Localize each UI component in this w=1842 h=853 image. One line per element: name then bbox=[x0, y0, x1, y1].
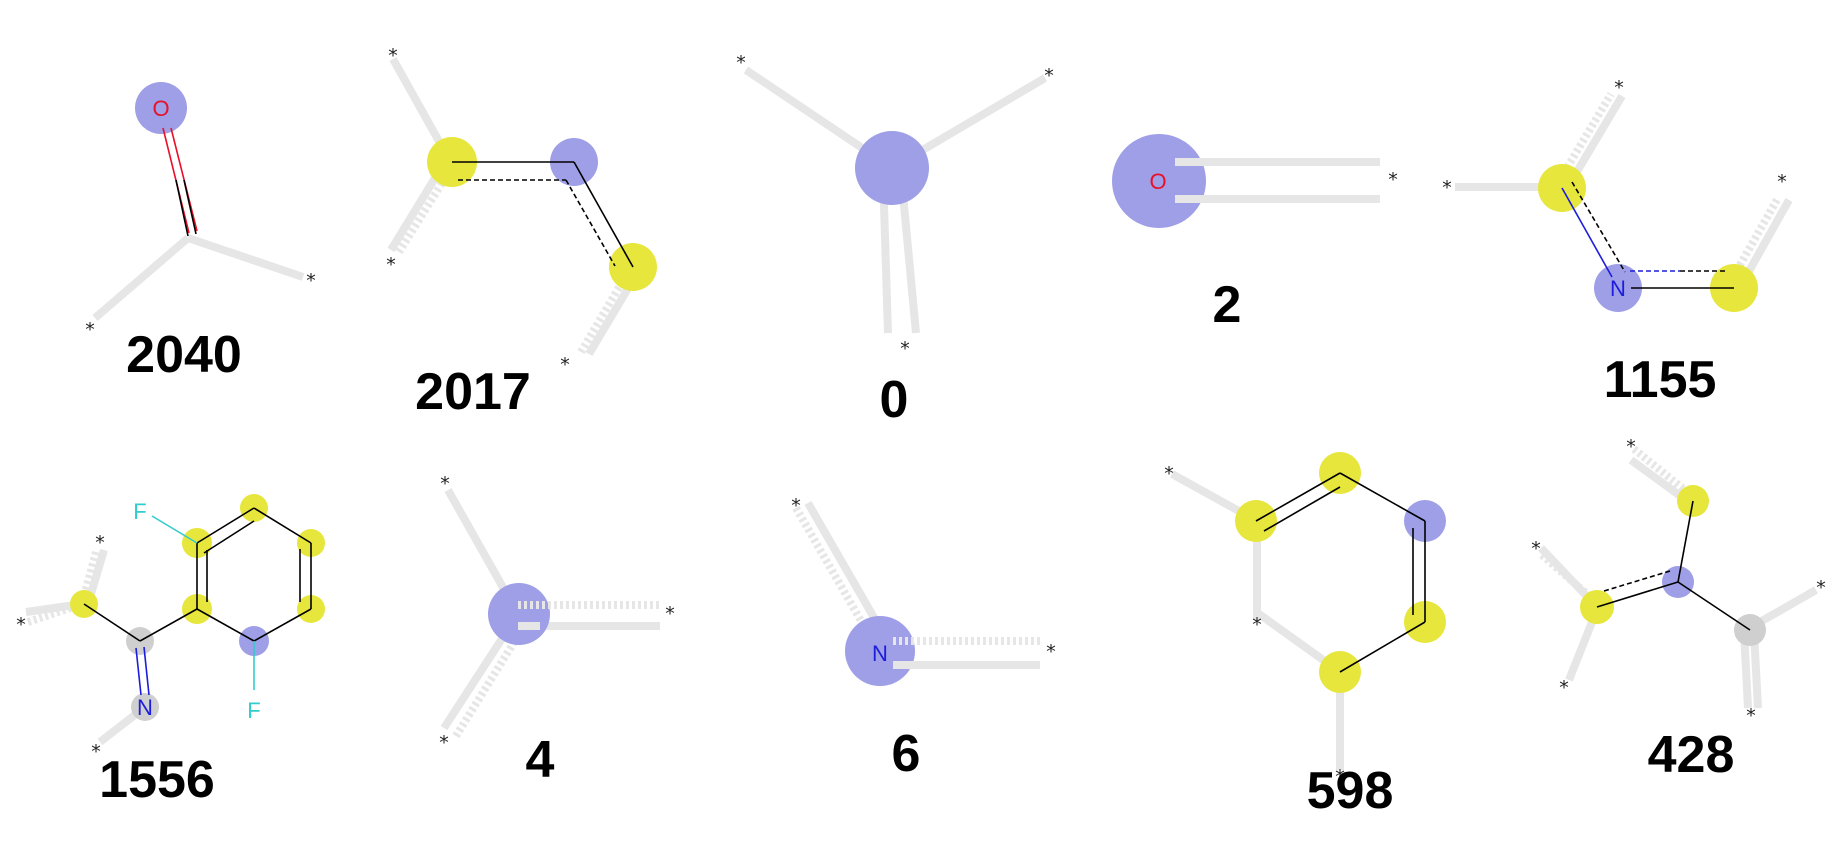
attachment-point: * bbox=[1046, 641, 1056, 663]
atom-label-nitrogen: N bbox=[872, 641, 888, 666]
fragment-label: 0 bbox=[880, 371, 909, 429]
fragment-label: 2040 bbox=[126, 326, 242, 384]
fragment-label: 2017 bbox=[415, 363, 531, 421]
bond-line bbox=[139, 608, 198, 642]
atom-label-fluorine: F bbox=[133, 499, 146, 524]
fragment-label: 598 bbox=[1307, 762, 1394, 820]
attachment-point: * bbox=[1626, 436, 1636, 458]
fragment-label: 428 bbox=[1648, 726, 1735, 784]
bond-line bbox=[1677, 500, 1694, 583]
attachment-point: * bbox=[1746, 705, 1756, 727]
attachment-point: * bbox=[1388, 169, 1398, 191]
atom-label-oxygen: O bbox=[152, 96, 169, 121]
attachment-point: * bbox=[95, 532, 105, 554]
fragment-label: 2 bbox=[1213, 276, 1242, 334]
fragment-label: 4 bbox=[526, 731, 555, 789]
ring-bond bbox=[253, 507, 312, 544]
ghost-bond-aromatic bbox=[395, 164, 456, 255]
fragment-2017: * * * 2017 bbox=[386, 45, 657, 421]
fragment-1155: N * * * 1155 bbox=[1442, 77, 1793, 409]
ring-bond bbox=[253, 608, 312, 642]
ring-bond bbox=[196, 507, 255, 544]
attachment-point: * bbox=[1816, 577, 1826, 599]
fragment-2040: O * * 2040 bbox=[85, 82, 316, 384]
attachment-point: * bbox=[386, 254, 396, 276]
atom-highlight-blue bbox=[488, 583, 550, 645]
fragment-label: 1155 bbox=[1604, 351, 1717, 409]
atom-label-fluorine: F bbox=[247, 698, 260, 723]
bond-line-aromatic bbox=[1603, 570, 1671, 592]
atom-highlight-grey bbox=[131, 693, 159, 721]
fragment-428: * * * * * 428 bbox=[1531, 436, 1826, 784]
attachment-point: * bbox=[1442, 177, 1452, 199]
fragment-label: 6 bbox=[892, 725, 921, 783]
fragment-label: 1556 bbox=[99, 751, 215, 809]
ghost-bond bbox=[186, 234, 305, 281]
bond-line bbox=[143, 646, 150, 696]
bond-line bbox=[573, 161, 634, 268]
ring-bond bbox=[1263, 486, 1341, 532]
attachment-point: * bbox=[736, 52, 746, 74]
atom-highlight-blue bbox=[1594, 264, 1642, 312]
ghost-bond bbox=[92, 234, 191, 322]
ring-bond bbox=[1339, 472, 1426, 522]
attachment-point: * bbox=[560, 354, 570, 376]
atom-highlight-blue bbox=[135, 82, 187, 134]
bond-line bbox=[135, 647, 142, 696]
double-bond-line bbox=[170, 127, 198, 232]
attachment-point: * bbox=[1559, 677, 1569, 699]
fragment-1556: F F N * * * 1556 bbox=[16, 494, 325, 809]
attachment-point: * bbox=[1335, 766, 1345, 788]
attachment-point: * bbox=[1044, 65, 1054, 87]
attachment-point: * bbox=[1614, 77, 1624, 99]
atom-highlight-blue bbox=[1112, 134, 1206, 228]
atom-highlight-blue bbox=[855, 131, 929, 205]
bond-line bbox=[1596, 581, 1679, 608]
fragment-6: N * * 6 bbox=[791, 495, 1056, 783]
bond-line bbox=[1561, 187, 1613, 278]
double-bond-line bbox=[183, 179, 197, 235]
attachment-point: * bbox=[1164, 463, 1174, 485]
ring-bond bbox=[1339, 621, 1426, 673]
ring-bond bbox=[203, 520, 255, 554]
ghost-bond-aromatic bbox=[792, 506, 876, 642]
bond-line bbox=[1677, 581, 1751, 631]
attachment-point: * bbox=[791, 495, 801, 517]
bond-line bbox=[151, 515, 198, 544]
atom-label-nitrogen: N bbox=[137, 695, 153, 720]
atom-label-oxygen: O bbox=[1149, 169, 1166, 194]
atom-label-nitrogen: N bbox=[1610, 276, 1626, 301]
attachment-point: * bbox=[388, 45, 398, 67]
attachment-point: * bbox=[665, 603, 675, 625]
attachment-point: * bbox=[439, 732, 449, 754]
ring-bond bbox=[1255, 472, 1341, 522]
fragment-2: O * 2 bbox=[1112, 134, 1398, 334]
fragment-4: * * * 4 bbox=[439, 473, 675, 789]
bond-line-aromatic bbox=[565, 179, 616, 267]
attachment-point: * bbox=[91, 741, 101, 763]
attachment-point: * bbox=[306, 270, 316, 292]
fragment-0: * * * 0 bbox=[736, 52, 1054, 429]
attachment-point: * bbox=[1252, 614, 1262, 636]
attachment-point: * bbox=[900, 338, 910, 360]
attachment-point: * bbox=[16, 614, 26, 636]
bond-line bbox=[83, 603, 141, 642]
fragment-598: * * * 598 bbox=[1164, 452, 1446, 820]
bond-line-aromatic bbox=[1571, 181, 1626, 273]
attachment-point: * bbox=[1531, 538, 1541, 560]
ghost-bond-aromatic bbox=[1724, 196, 1782, 288]
double-bond-line bbox=[175, 179, 189, 237]
ghost-bond-aromatic bbox=[1631, 445, 1695, 500]
attachment-point: * bbox=[440, 473, 450, 495]
ring-bond bbox=[196, 608, 255, 642]
attachment-point: * bbox=[85, 319, 95, 341]
ghost-bond bbox=[804, 501, 888, 637]
attachment-point: * bbox=[1777, 171, 1787, 193]
